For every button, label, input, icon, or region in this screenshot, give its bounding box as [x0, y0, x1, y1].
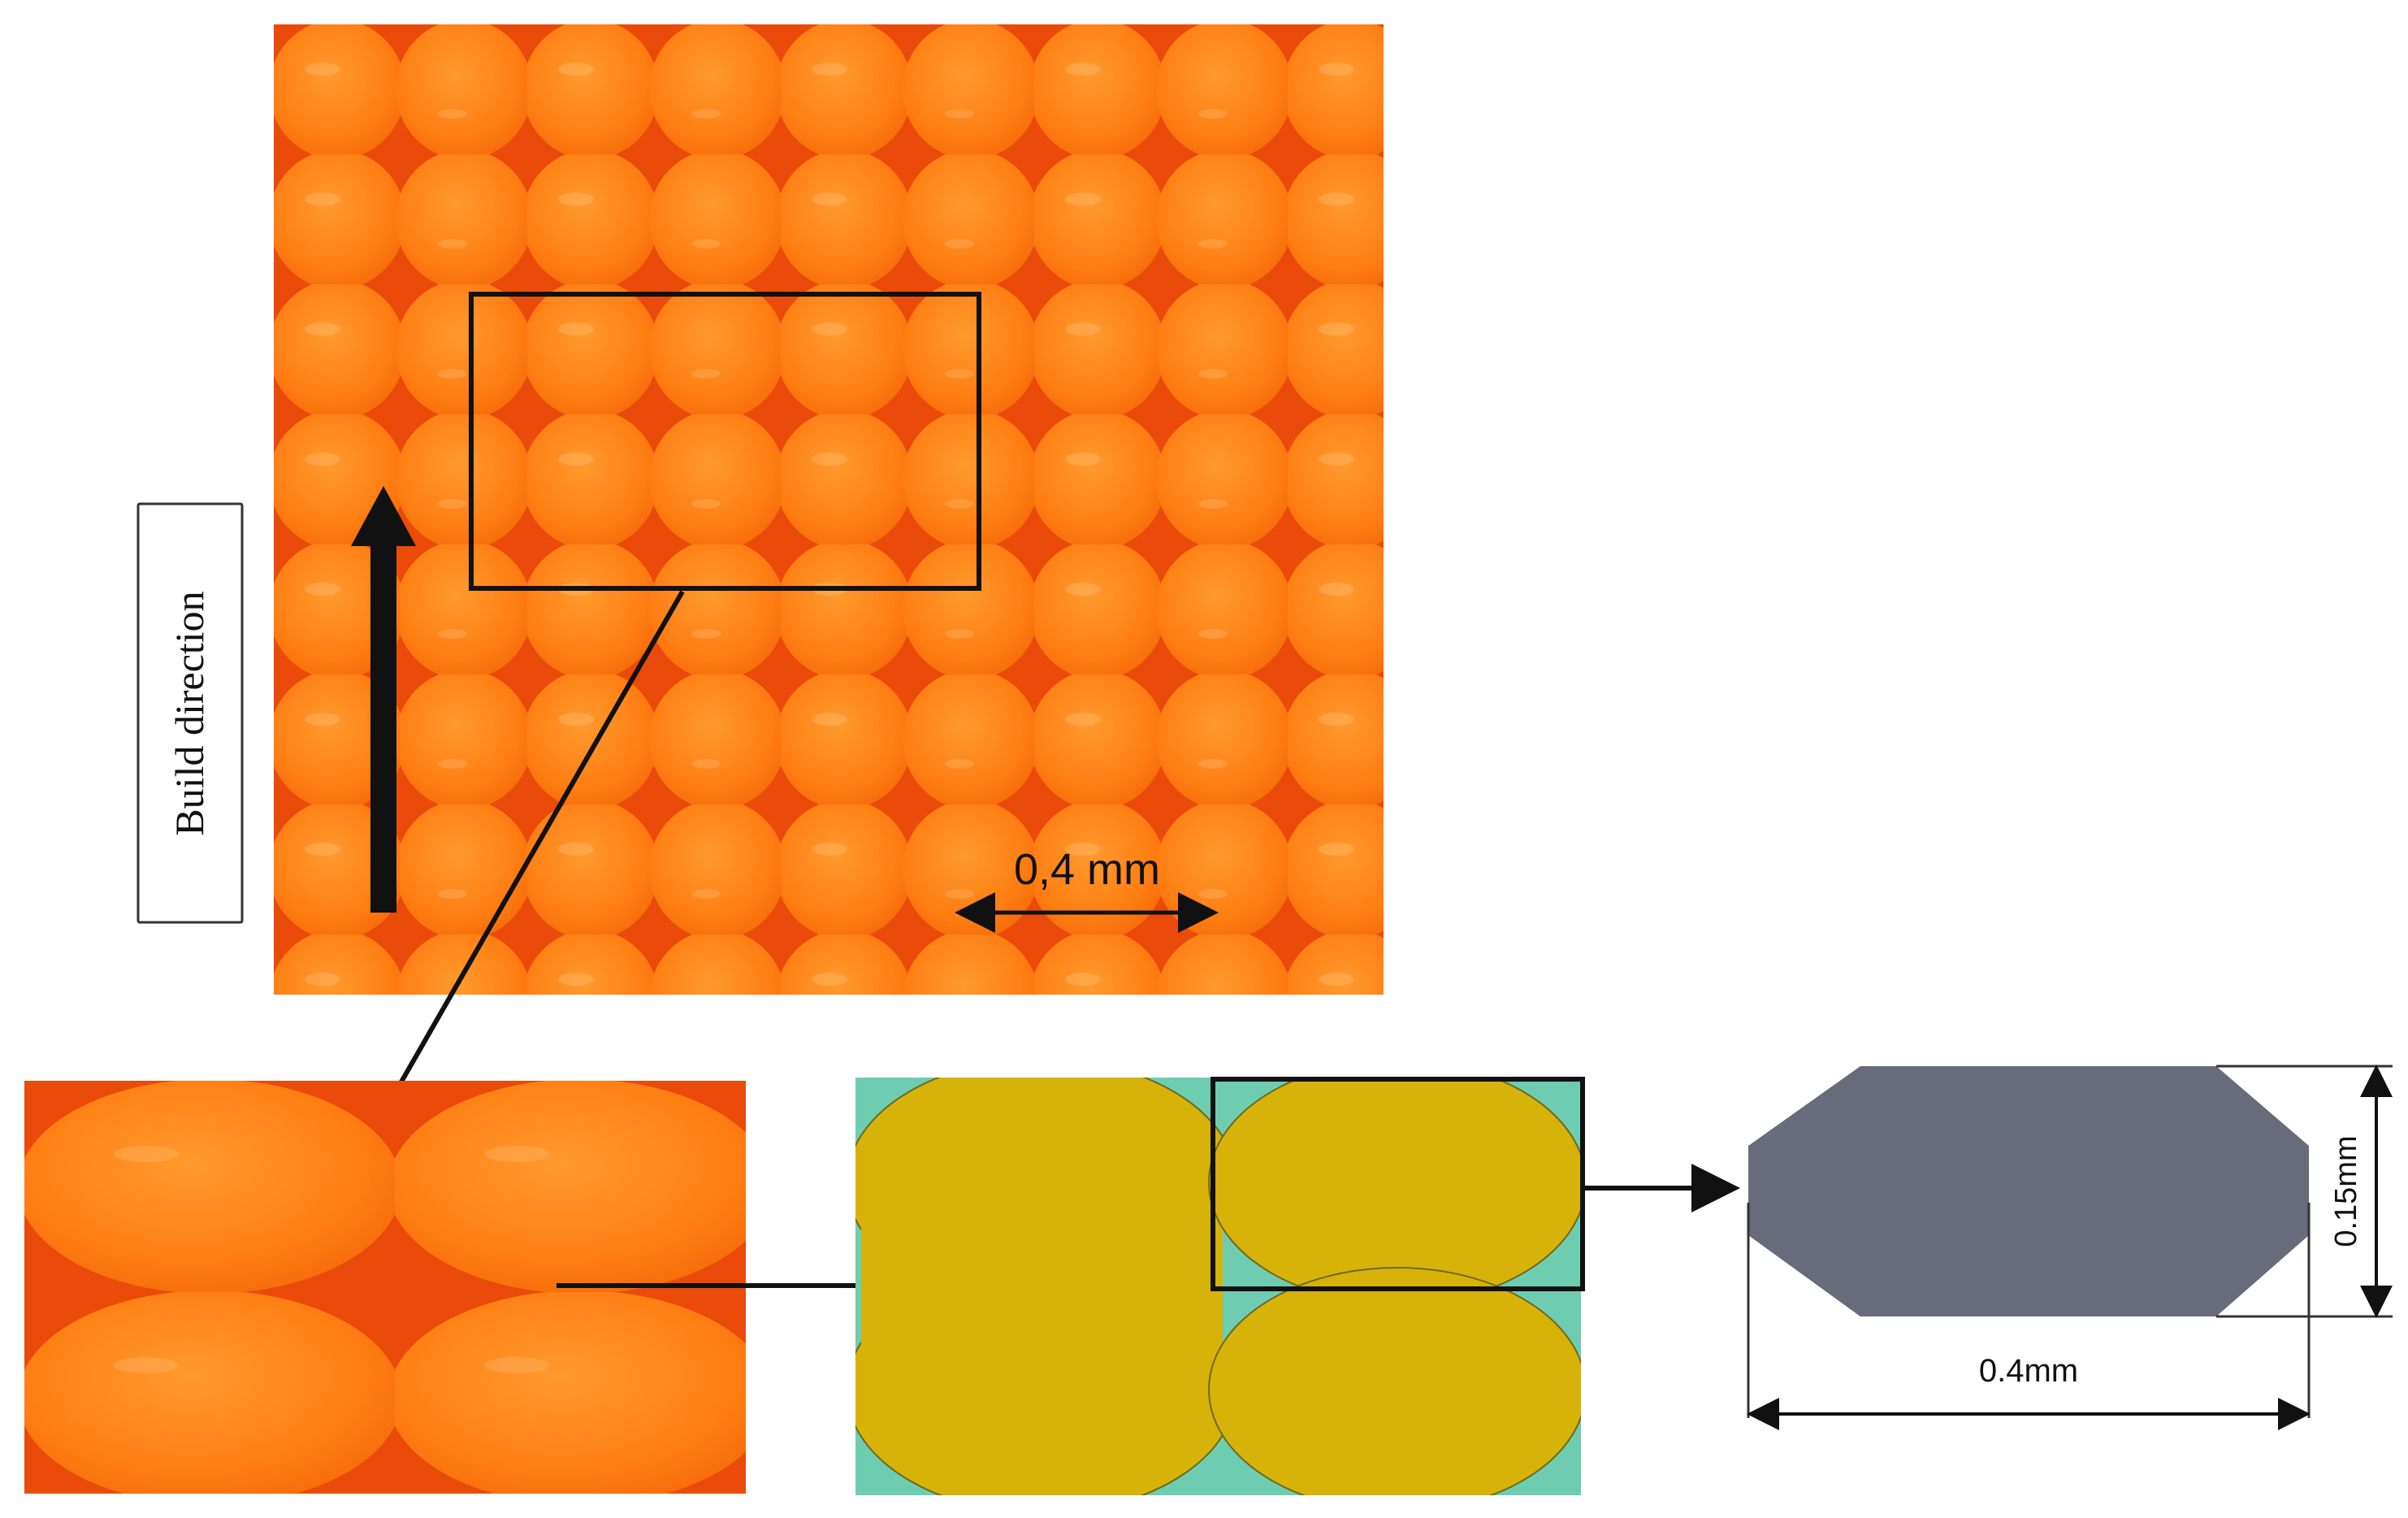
bead-cross-section [1748, 1066, 2309, 1316]
spacing-dimension: 0,4 mm [955, 845, 1219, 933]
width-dimension: 0.4mm [1747, 1203, 2311, 1430]
height-label: 0.15mm [2329, 1135, 2363, 1247]
zoom-connector-arrow [361, 590, 685, 1153]
width-label: 0.4mm [1979, 1353, 2078, 1389]
build-direction-arrow [351, 486, 416, 913]
bead-model [855, 1078, 1581, 1495]
build-direction-label: Build direction [136, 502, 244, 924]
zoom-selection-box [469, 292, 981, 591]
model-selection-box [1210, 1077, 1585, 1291]
height-dimension: 0.15mm [2216, 1065, 2393, 1318]
main-micrograph [274, 24, 1384, 995]
spacing-label: 0,4 mm [1014, 845, 1160, 894]
build-direction-text: Build direction [167, 591, 212, 835]
